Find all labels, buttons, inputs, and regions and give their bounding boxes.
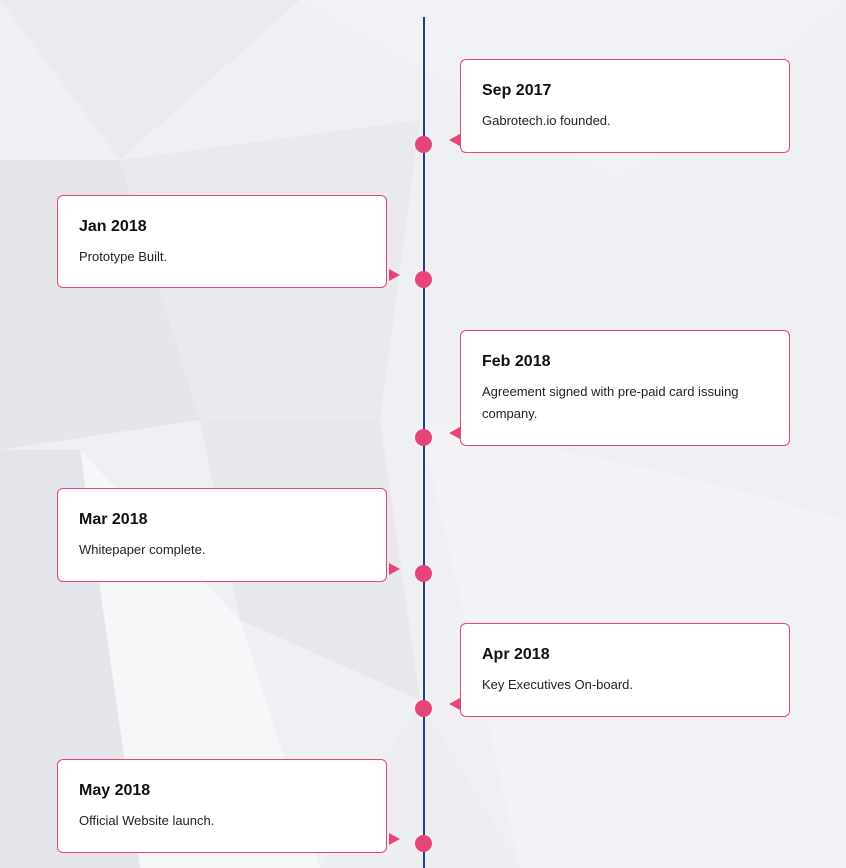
timeline-dot [415, 136, 432, 153]
timeline-dot [415, 271, 432, 288]
timeline-dot [415, 835, 432, 852]
card-pointer-arrow [389, 833, 400, 845]
timeline-date: Mar 2018 [79, 511, 148, 528]
card-pointer-arrow [449, 427, 460, 439]
timeline-date: Sep 2017 [482, 82, 552, 99]
timeline-description: Official Website launch. [79, 813, 215, 828]
card-pointer-arrow [449, 134, 460, 146]
timeline-date: Jan 2018 [79, 218, 147, 235]
timeline-dot [415, 565, 432, 582]
timeline-card-sep-2017: Sep 2017 Gabrotech.io founded. [460, 59, 790, 153]
timeline-card-apr-2018: Apr 2018 Key Executives On-board. [460, 623, 790, 717]
timeline-description: Gabrotech.io founded. [482, 113, 611, 128]
card-pointer-arrow [389, 563, 400, 575]
timeline-description: Whitepaper complete. [79, 542, 206, 557]
timeline-description: Prototype Built. [79, 249, 168, 264]
timeline-card-may-2018: May 2018 Official Website launch. [57, 759, 387, 853]
card-pointer-arrow [389, 269, 400, 281]
timeline-date: Feb 2018 [482, 353, 551, 370]
timeline-date: May 2018 [79, 782, 151, 799]
timeline-card-feb-2018: Feb 2018 Agreement signed with pre-paid … [460, 330, 790, 446]
timeline-description: Agreement signed with pre-paid card issu… [482, 384, 739, 421]
card-pointer-arrow [449, 698, 460, 710]
timeline-dot [415, 429, 432, 446]
timeline-description: Key Executives On-board. [482, 677, 634, 692]
timeline-date: Apr 2018 [482, 646, 550, 663]
timeline-card-mar-2018: Mar 2018 Whitepaper complete. [57, 488, 387, 582]
timeline-card-jan-2018: Jan 2018 Prototype Built. [57, 195, 387, 288]
timeline-dot [415, 700, 432, 717]
